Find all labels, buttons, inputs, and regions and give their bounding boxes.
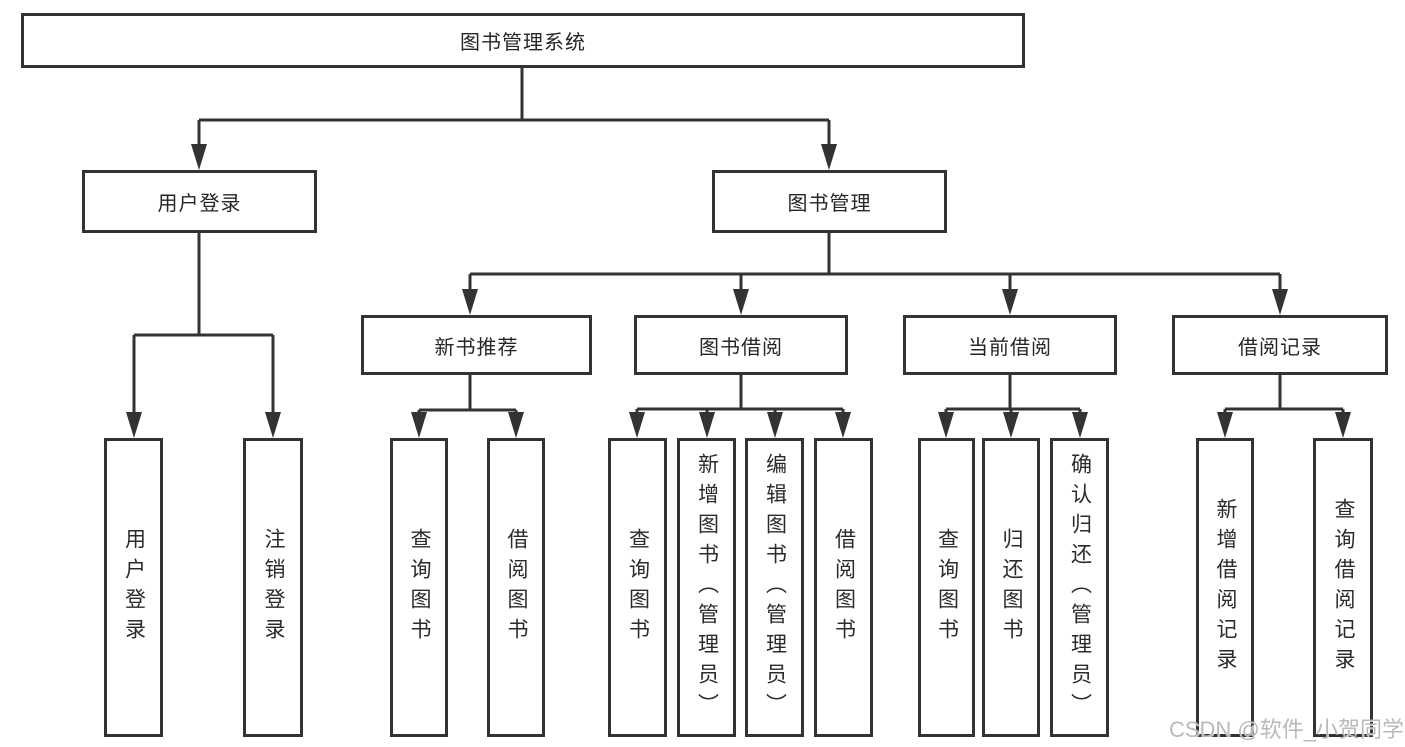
leaf-edit-book-admin-label: 编辑图书（管理员）	[763, 452, 787, 723]
connector-book-borrow-subtree	[635, 375, 845, 418]
leaf-return-books: 归还图书	[982, 438, 1040, 737]
node-book-borrowing: 图书借阅	[634, 315, 848, 375]
node-current-borrowing: 当前借阅	[903, 315, 1117, 375]
leaf-query-books-current-label: 查询图书	[935, 527, 959, 648]
leaf-user-login: 用户登录	[104, 438, 163, 737]
leaf-borrow-books-borrowing: 借阅图书	[814, 438, 873, 737]
arrowheads	[126, 144, 1351, 438]
leaf-add-borrow-record-label: 新增借阅记录	[1214, 497, 1238, 678]
arrowhead	[508, 412, 524, 438]
node-borrowing-records: 借阅记录	[1172, 315, 1388, 375]
leaf-add-book-admin: 新增图书（管理员）	[677, 438, 736, 737]
node-user-login: 用户登录	[82, 170, 317, 233]
arrowhead	[462, 289, 478, 315]
leaf-query-books-recommend-label: 查询图书	[408, 527, 432, 648]
leaf-borrow-books-recommend-label: 借阅图书	[505, 527, 529, 648]
arrowhead	[265, 412, 281, 438]
leaf-return-books-label: 归还图书	[1000, 527, 1024, 648]
arrowhead	[1335, 412, 1351, 438]
leaf-edit-book-admin: 编辑图书（管理员）	[745, 438, 804, 737]
leaf-add-borrow-record: 新增借阅记录	[1196, 438, 1254, 737]
leaf-query-books-recommend: 查询图书	[390, 438, 448, 737]
arrowhead	[835, 412, 851, 438]
connector-root-to-level2	[197, 67, 831, 148]
arrowhead	[1002, 289, 1018, 315]
csdn-watermark: CSDN @软件_小贺同学	[1168, 717, 1404, 742]
leaf-query-books-borrowing: 查询图书	[608, 438, 667, 737]
arrowhead	[767, 412, 783, 438]
node-new-book-recommend: 新书推荐	[361, 315, 592, 375]
leaf-user-login-label: 用户登录	[122, 527, 146, 648]
node-book-management-label: 图书管理	[787, 193, 872, 215]
arrowhead	[629, 412, 645, 438]
arrowhead	[938, 412, 954, 438]
leaf-borrow-books-borrowing-label: 借阅图书	[832, 527, 856, 648]
node-user-login-label: 用户登录	[157, 193, 242, 215]
leaf-add-book-admin-label: 新增图书（管理员）	[695, 452, 719, 723]
leaf-query-books-borrowing-label: 查询图书	[626, 527, 650, 648]
node-new-book-recommend-label: 新书推荐	[434, 336, 519, 359]
leaf-logout-label: 注销登录	[262, 527, 286, 648]
arrowhead	[821, 144, 837, 170]
leaf-query-books-current: 查询图书	[918, 438, 975, 737]
arrowhead	[699, 412, 715, 438]
arrowhead	[1217, 412, 1233, 438]
connector-book-mgmt-to-level3	[468, 233, 1282, 293]
node-borrowing-records-label: 借阅记录	[1238, 336, 1322, 359]
node-root: 图书管理系统	[21, 13, 1025, 68]
leaf-logout: 注销登录	[243, 438, 303, 737]
arrowhead	[1072, 412, 1088, 438]
node-book-management: 图书管理	[712, 170, 947, 233]
node-book-borrowing-label: 图书借阅	[699, 336, 783, 359]
arrowhead	[733, 289, 749, 315]
arrowhead	[126, 412, 142, 438]
leaf-borrow-books-recommend: 借阅图书	[487, 438, 545, 737]
leaf-confirm-return-admin-label: 确认归还（管理员）	[1068, 452, 1092, 723]
arrowhead	[1272, 289, 1288, 315]
node-current-borrowing-label: 当前借阅	[968, 336, 1052, 359]
connector-new-book-subtree	[417, 375, 518, 418]
arrowhead	[191, 144, 207, 170]
node-root-label: 图书管理系统	[460, 32, 586, 54]
connector-user-login-subtree	[132, 233, 275, 416]
leaf-query-borrow-record: 查询借阅记录	[1313, 438, 1373, 737]
connector-current-borrow-subtree	[944, 375, 1082, 418]
leaf-confirm-return-admin: 确认归还（管理员）	[1050, 438, 1109, 737]
leaf-query-borrow-record-label: 查询借阅记录	[1332, 497, 1356, 678]
arrowhead	[1003, 412, 1019, 438]
arrowhead	[411, 412, 427, 438]
connector-borrow-record-subtree	[1223, 375, 1345, 418]
